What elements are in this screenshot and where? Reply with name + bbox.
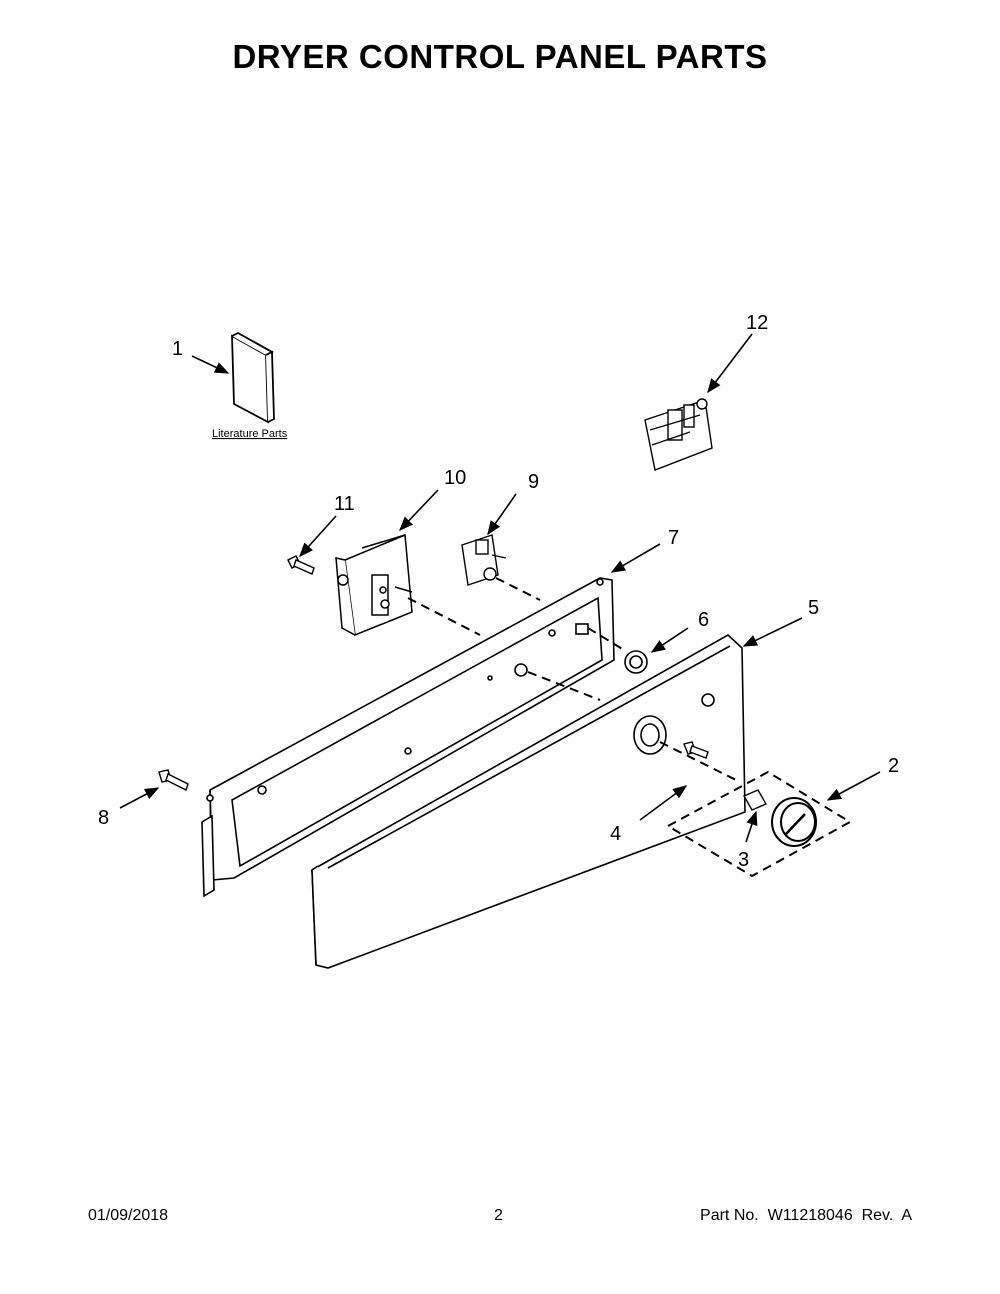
callout-11: 11 xyxy=(334,493,355,515)
callout-arrows xyxy=(119,333,881,843)
console-panel xyxy=(311,634,746,969)
callout-4: 4 xyxy=(610,823,621,845)
callout-1: 1 xyxy=(172,338,183,360)
timer-motor xyxy=(335,533,413,637)
callout-7: 7 xyxy=(668,527,679,549)
literature-parts-label: Literature Parts xyxy=(212,428,288,440)
callout-6: 6 xyxy=(698,609,709,631)
knob-bushing xyxy=(624,650,648,674)
knob-assembly-group-box xyxy=(665,770,852,878)
timer-screw xyxy=(287,555,315,575)
knob-screw xyxy=(683,741,709,759)
page-title: DRYER CONTROL PANEL PARTS xyxy=(232,38,768,75)
literature-booklet xyxy=(231,331,275,424)
selector-switch xyxy=(461,534,507,586)
alignment-lines xyxy=(407,577,741,783)
knob-clip xyxy=(743,789,767,811)
callout-3: 3 xyxy=(738,849,749,871)
footer-part-number: Part No. W11218046 Rev. A xyxy=(700,1207,912,1224)
console-back-plate xyxy=(201,577,615,898)
control-board xyxy=(644,398,713,471)
bracket-screw xyxy=(158,769,189,791)
callout-8: 8 xyxy=(98,807,109,829)
callout-2: 2 xyxy=(888,755,899,777)
control-knob xyxy=(771,797,817,847)
callout-12: 12 xyxy=(746,312,768,334)
footer-page-number: 2 xyxy=(494,1207,503,1224)
callout-9: 9 xyxy=(528,471,539,493)
footer-date: 01/09/2018 xyxy=(88,1207,169,1224)
callout-5: 5 xyxy=(808,597,819,619)
callout-10: 10 xyxy=(444,467,466,489)
